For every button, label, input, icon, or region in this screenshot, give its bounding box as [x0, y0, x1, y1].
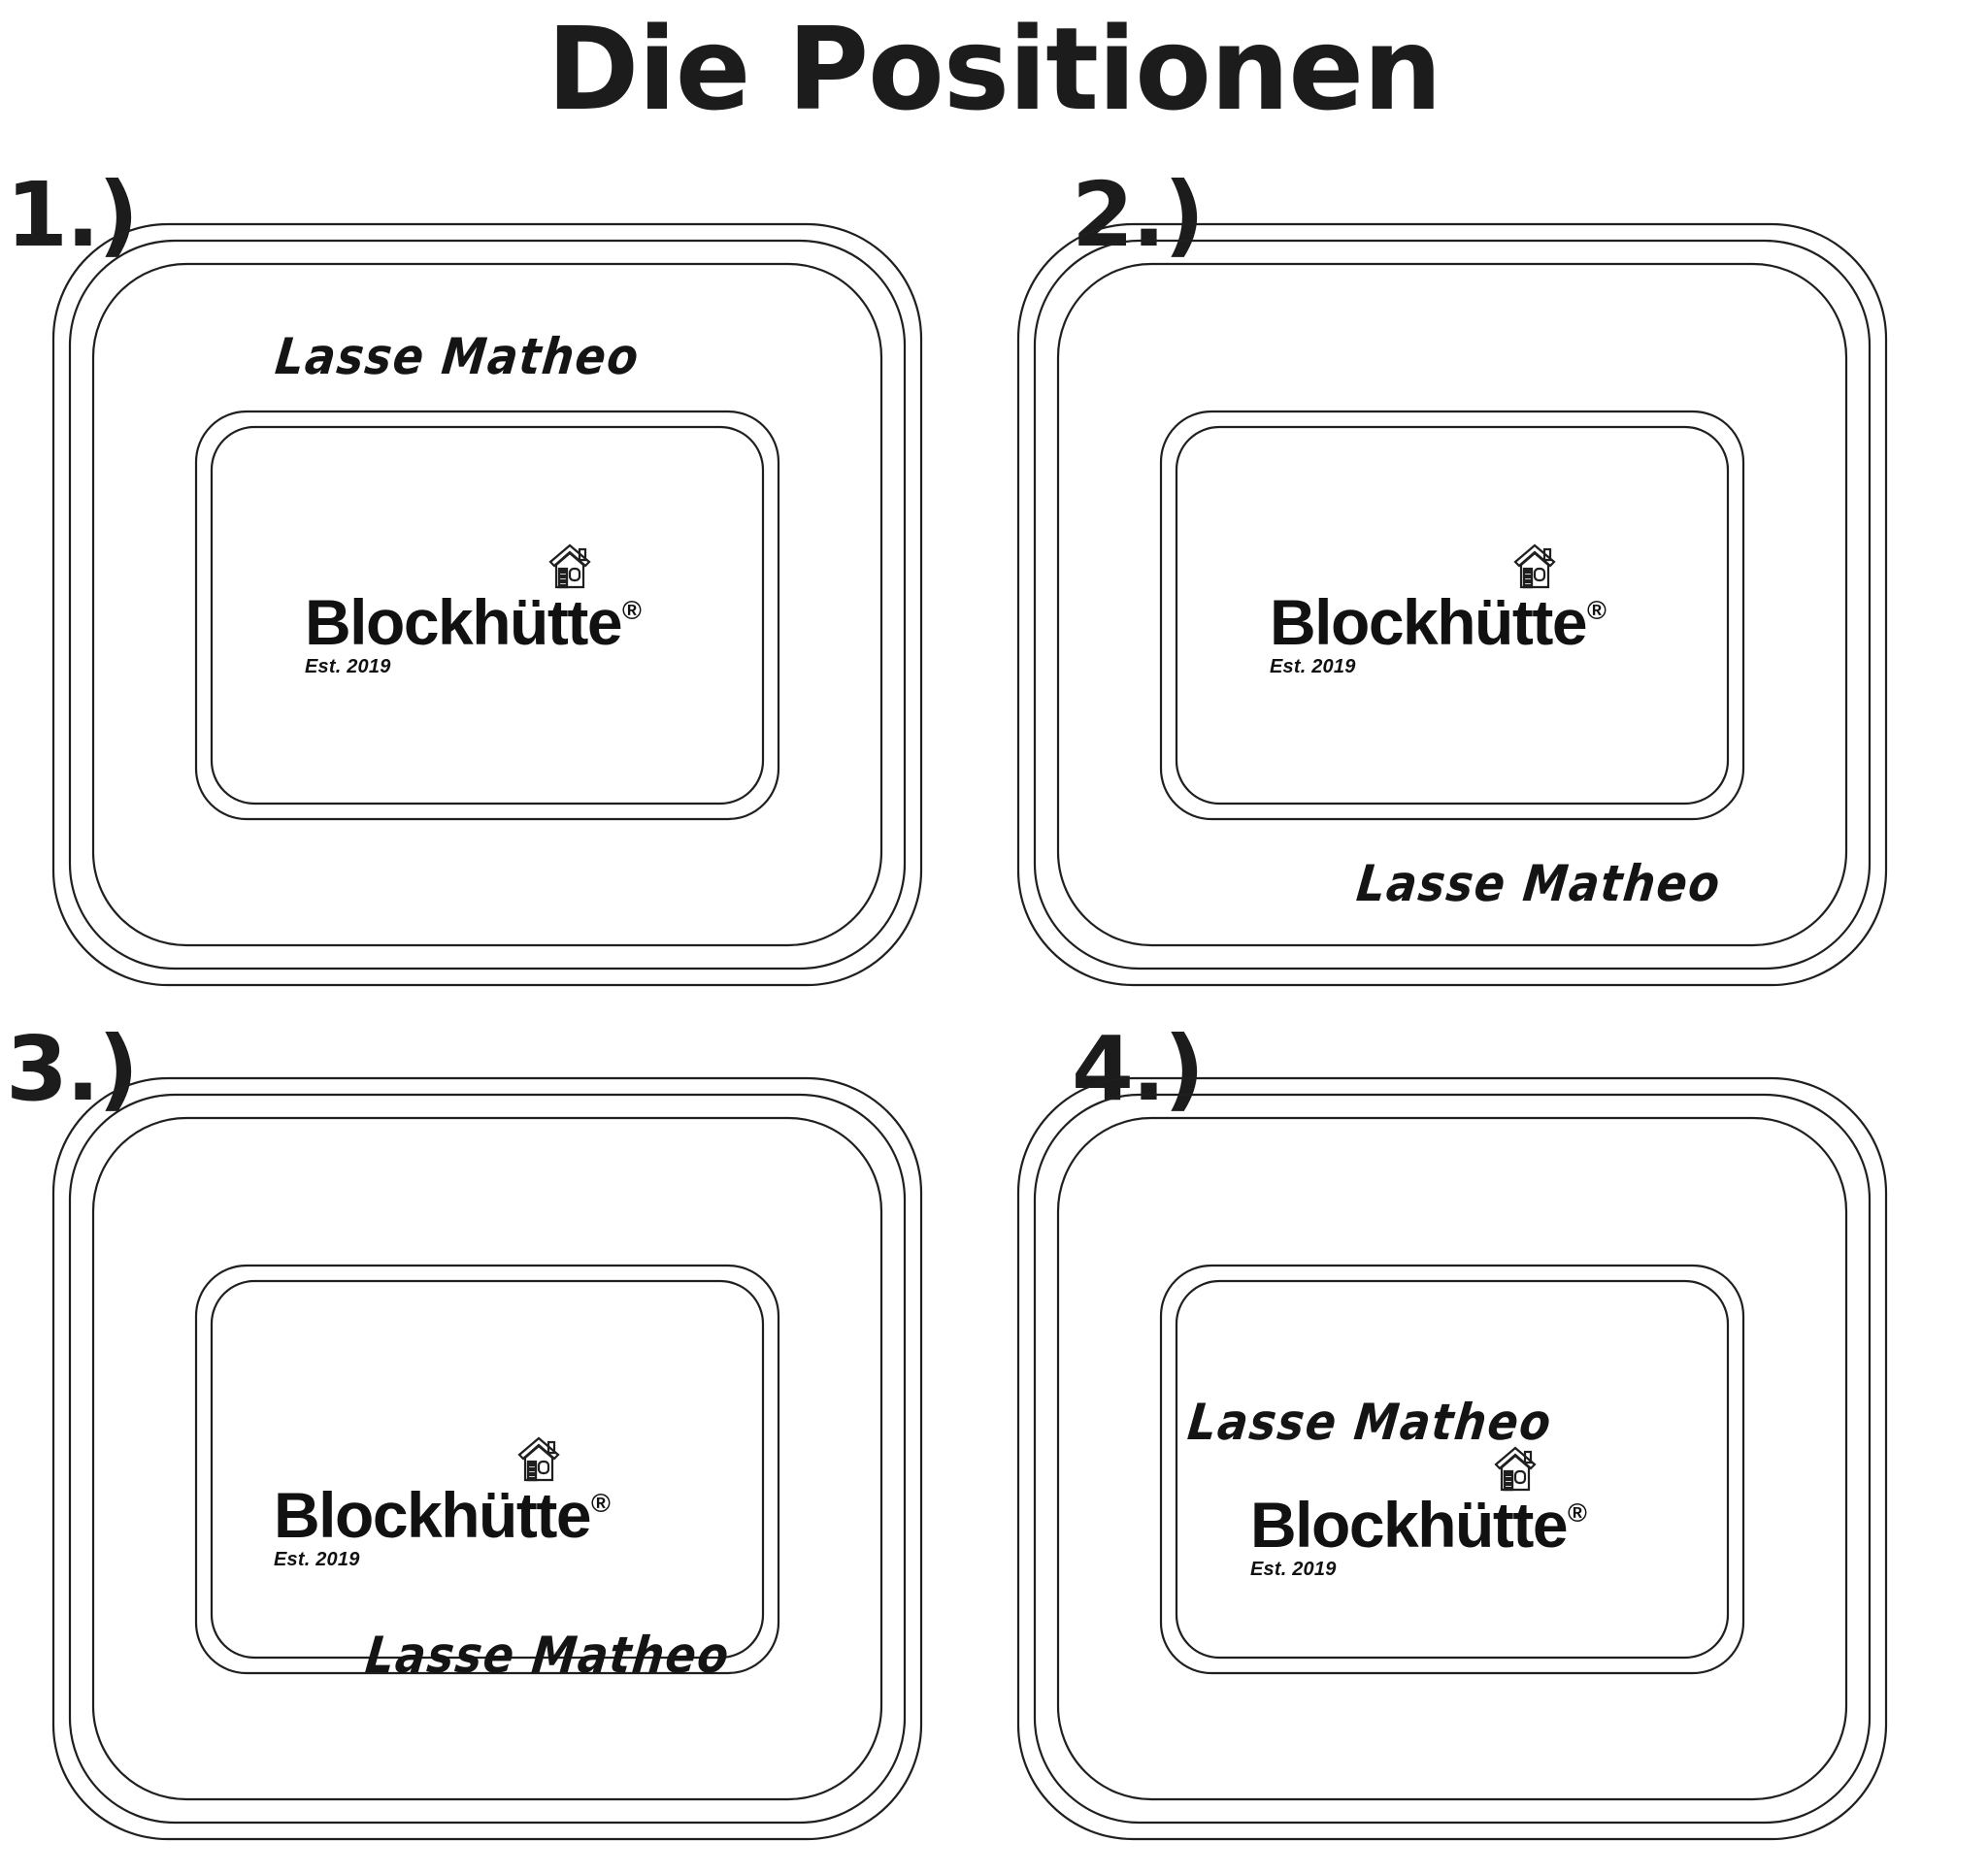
position-option-2[interactable]: 2.) — [994, 165, 1988, 1019]
positions-grid: 1.) Lasse Matheo — [0, 165, 1988, 1873]
position-option-4[interactable]: 4.) Lasse Matheo — [994, 1019, 1988, 1873]
lid-outline-svg — [1016, 1076, 1888, 1841]
page-title: Die Positionen — [547, 2, 1441, 136]
lid-outline-svg — [1016, 222, 1888, 987]
position-option-1[interactable]: 1.) Lasse Matheo — [0, 165, 994, 1019]
lid-outline-svg — [51, 1076, 923, 1841]
lunchbox-lid-diagram: Lasse Matheo — [1015, 1075, 1889, 1842]
panel-number-label: 4.) — [1072, 1017, 1205, 1121]
lid-outline-svg — [51, 222, 923, 987]
position-option-3[interactable]: 3.) — [0, 1019, 994, 1873]
lunchbox-lid-diagram: Blockhütte® Est. 2019 Lasse Matheo — [50, 1075, 924, 1842]
panel-number-label: 1.) — [6, 163, 139, 267]
lunchbox-lid-diagram: Lasse Matheo — [50, 221, 924, 988]
lunchbox-lid-diagram: Blockhütte® Est. 2019 Lasse Matheo — [1015, 221, 1889, 988]
panel-number-label: 2.) — [1072, 163, 1205, 267]
panel-number-label: 3.) — [6, 1017, 139, 1121]
